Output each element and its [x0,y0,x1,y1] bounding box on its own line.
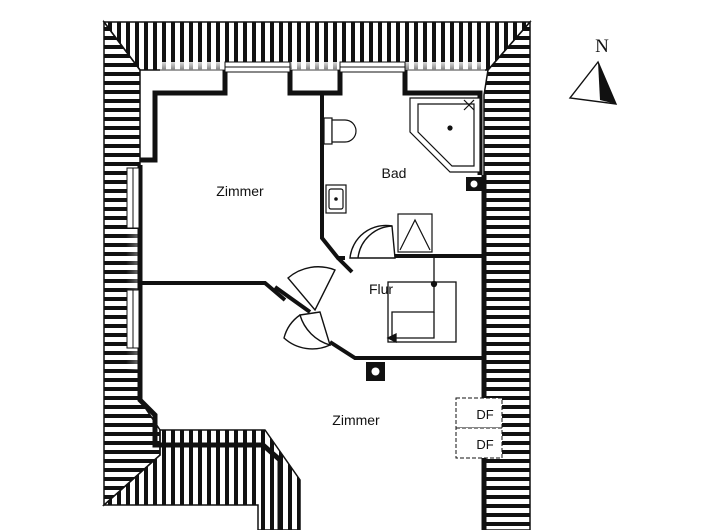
room-label-bad: Bad [382,165,407,181]
room-label-zimmer-top: Zimmer [216,183,264,199]
bathtub [409,97,481,173]
toilet [323,117,357,145]
door-zimmer-bottom[interactable] [283,311,332,350]
room-label-flur: Flur [369,281,393,297]
window-left-lower [126,289,140,349]
interior-walls [140,93,484,360]
window-left-upper [126,167,140,229]
north-arrow: N [568,36,618,105]
chimney-flur [366,362,385,381]
door-bad[interactable] [349,224,396,259]
washbasin [325,184,347,214]
skylight-label: DF [476,407,493,422]
skylight-1: DF [455,397,503,429]
window-top-left [224,61,291,73]
shaft-box [397,213,433,253]
staircase [386,258,457,344]
north-label: N [595,36,609,57]
skylight-label: DF [476,437,493,452]
chimney-bad [466,177,482,191]
room-label-zimmer-bottom: Zimmer [332,412,380,428]
skylight-2: DF [455,427,503,459]
window-top-right [339,61,406,73]
door-zimmer-top[interactable] [273,266,336,314]
